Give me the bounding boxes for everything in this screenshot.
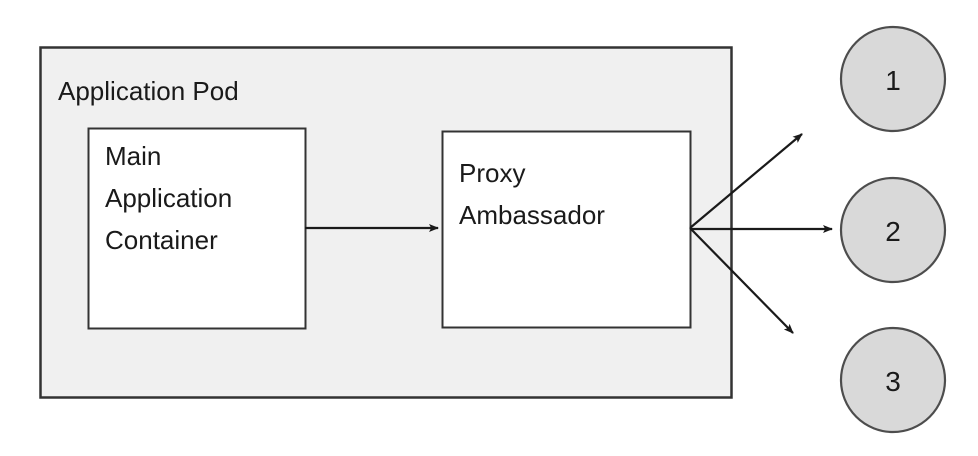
- main-application-container-label-line-2: Application: [105, 183, 232, 213]
- endpoint-3-circle[interactable]: [839, 326, 947, 434]
- main-application-container-label-line-1: Main: [105, 141, 161, 171]
- proxy-to-endpoint-3-arrow: [689, 227, 794, 334]
- endpoint-3-label: 3: [885, 366, 901, 397]
- proxy-ambassador-container-box[interactable]: [441, 130, 692, 329]
- proxy-ambassador-label-line-1: Proxy: [459, 158, 525, 188]
- endpoint-1-circle[interactable]: [839, 25, 947, 133]
- proxy-to-endpoint-1-arrow: [689, 133, 803, 229]
- main-application-container-label-line-3: Container: [105, 225, 218, 255]
- application-pod-label: Application Pod: [58, 76, 239, 106]
- endpoint-2-label: 2: [885, 216, 901, 247]
- main-application-container-box[interactable]: [87, 127, 307, 330]
- endpoint-1-label: 1: [885, 65, 901, 96]
- endpoint-2-circle[interactable]: [839, 176, 947, 284]
- proxy-ambassador-label-line-2: Ambassador: [459, 200, 605, 230]
